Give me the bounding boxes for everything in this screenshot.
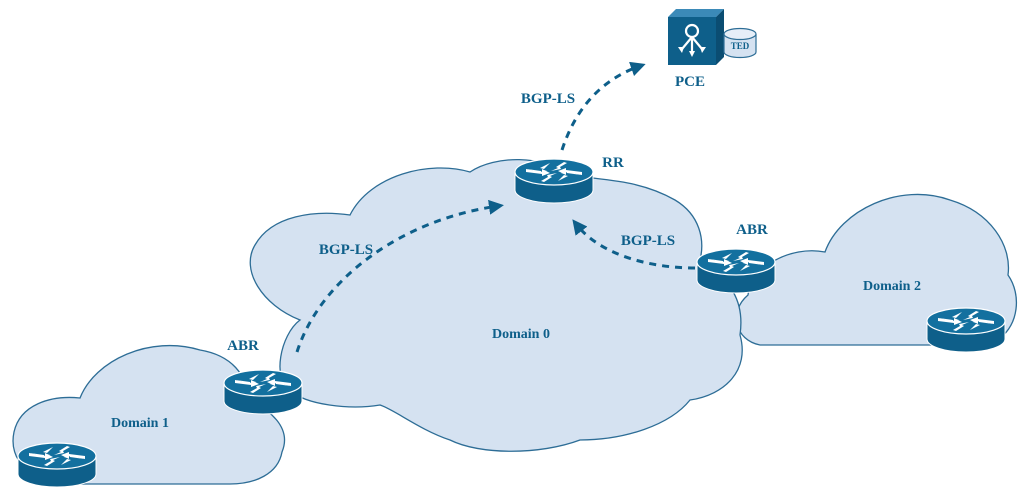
pce-label: PCE — [675, 74, 705, 90]
router-rr-icon[interactable] — [514, 158, 594, 204]
rr-label: RR — [602, 155, 624, 171]
pce-server-icon[interactable] — [668, 9, 724, 65]
domain-0-cloud — [249, 158, 743, 452]
domain-2-label: Domain 2 — [863, 279, 921, 294]
router-abr-right-icon[interactable] — [696, 248, 776, 294]
router-abr-left-icon[interactable] — [223, 369, 303, 415]
bgp-ls-label-top: BGP-LS — [521, 91, 575, 107]
bgp-ls-label-right: BGP-LS — [621, 233, 675, 249]
abr-left-label: ABR — [227, 338, 259, 354]
router-domain1-icon[interactable] — [17, 442, 97, 488]
bgp-ls-arrow-abr-left-to-rr — [295, 199, 504, 353]
bgp-ls-arrow-rr-to-pce — [560, 61, 646, 151]
bgp-ls-label-left: BGP-LS — [319, 242, 373, 258]
domain-0-label: Domain 0 — [492, 327, 550, 342]
bgp-ls-arrow-abr-right-to-rr — [572, 219, 696, 270]
abr-right-label: ABR — [736, 222, 768, 238]
router-domain2-icon[interactable] — [926, 307, 1006, 353]
ted-label: TED — [731, 41, 750, 51]
domain-1-label: Domain 1 — [111, 416, 169, 431]
ted-database-icon: TED — [723, 27, 757, 59]
